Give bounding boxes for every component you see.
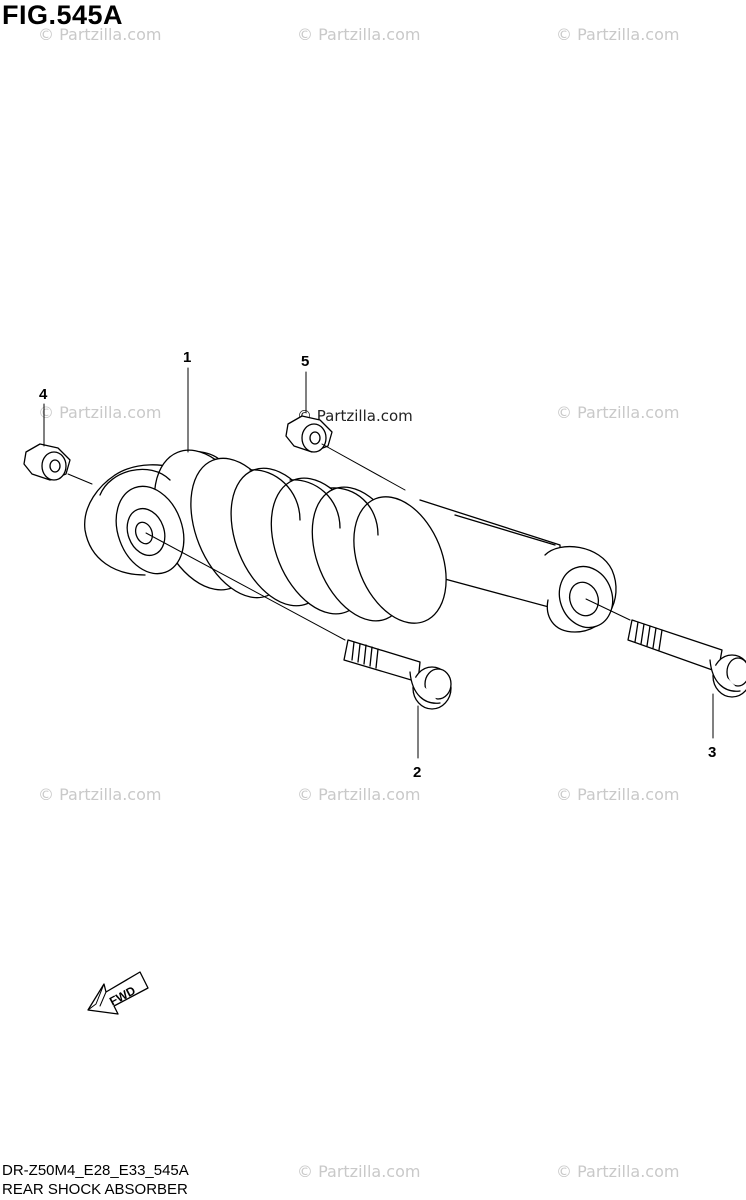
watermark: © Partzilla.com	[556, 25, 680, 44]
watermark: © Partzilla.com	[297, 1162, 421, 1181]
nut-4[interactable]	[23, 443, 71, 481]
watermark: © Partzilla.com	[38, 25, 162, 44]
fwd-arrow-icon: FWD	[87, 971, 149, 1015]
watermark: © Partzilla.com	[297, 785, 421, 804]
watermark: © Partzilla.com	[38, 403, 162, 422]
leader-lines	[43, 367, 714, 759]
callout-2: 2	[413, 764, 421, 781]
callout-4: 4	[39, 386, 48, 403]
shock-absorber[interactable]	[84, 435, 621, 637]
callout-3: 3	[708, 744, 716, 761]
bolt-2[interactable]	[343, 639, 452, 710]
callout-5: 5	[301, 353, 309, 370]
watermark: © Partzilla.com	[38, 785, 162, 804]
figure-name: REAR SHOCK ABSORBER	[2, 1181, 188, 1198]
watermark: © Partzilla.com	[556, 403, 680, 422]
watermark: © Partzilla.com	[556, 1162, 680, 1181]
bolt-3[interactable]	[627, 619, 746, 698]
watermark: © Partzilla.com	[556, 785, 680, 804]
callout-1: 1	[183, 349, 191, 366]
watermark: © Partzilla.com	[297, 407, 413, 425]
nut-5[interactable]	[285, 415, 333, 453]
model-code: DR-Z50M4_E28_E33_545A	[2, 1162, 189, 1179]
watermark: © Partzilla.com	[297, 25, 421, 44]
figure-title: FIG.545A	[2, 0, 124, 30]
assembly-lines	[67, 443, 631, 641]
